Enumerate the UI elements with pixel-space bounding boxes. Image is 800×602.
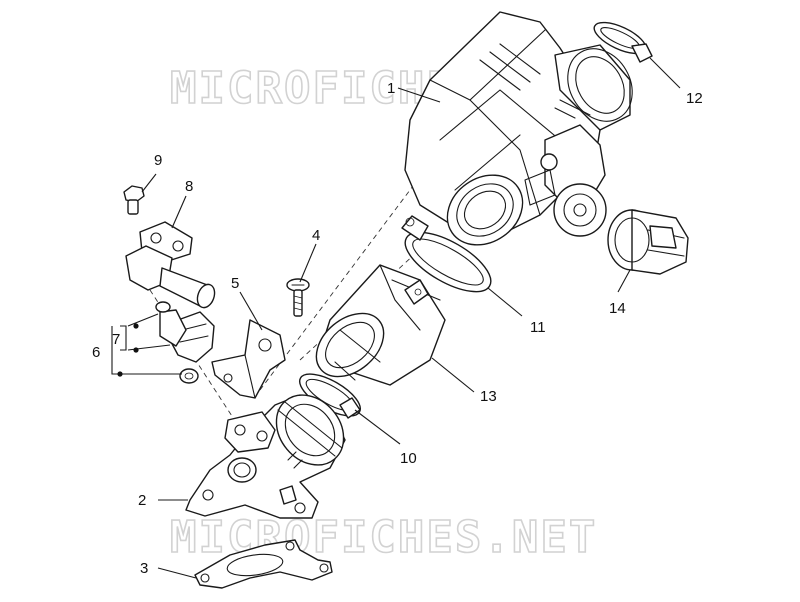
callout-5: 5: [231, 275, 239, 292]
screw-4: [286, 278, 310, 317]
callout-10: 10: [400, 450, 417, 467]
callout-8: 8: [185, 178, 193, 195]
hose-clamp-11: [401, 215, 492, 293]
bracket-5: [211, 319, 286, 399]
callout-4: 4: [312, 227, 320, 244]
gasket-3: [194, 539, 333, 589]
callout-13: 13: [480, 388, 497, 405]
intake-manifold-2: [185, 394, 346, 519]
callout-1: 1: [387, 80, 395, 97]
bolt-9: [123, 185, 145, 215]
callout-6: 6: [92, 344, 100, 361]
injector-sensor-8: [125, 221, 216, 309]
callout-labels: 1 2 3 4 5 6 7 8 9 10 11 12 13 14: [92, 80, 703, 577]
sensor-assembly-6: [155, 301, 215, 384]
callout-3: 3: [140, 560, 148, 577]
callout-12: 12: [686, 90, 703, 107]
intake-sleeve-13: [315, 264, 446, 386]
callout-9: 9: [154, 152, 162, 169]
clamp-12: [593, 21, 653, 63]
throttle-body: [404, 11, 633, 246]
leader-lines: [111, 57, 681, 579]
callout-2: 2: [138, 492, 146, 509]
callout-11: 11: [530, 319, 546, 336]
connector-cap-14: [607, 209, 689, 275]
callout-14: 14: [609, 300, 626, 317]
callout-7: 7: [112, 331, 120, 348]
